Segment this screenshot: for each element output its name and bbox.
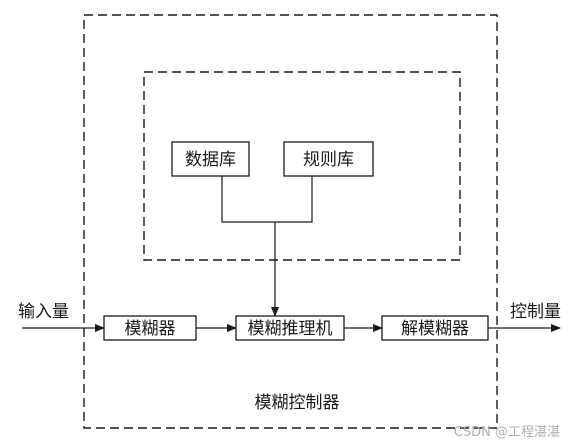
controller-boundary xyxy=(83,14,498,429)
database-block: 数据库 xyxy=(171,141,250,177)
knowledge-base-boundary xyxy=(143,71,461,261)
fuzzifier-block: 模糊器 xyxy=(103,315,197,341)
output-label: 控制量 xyxy=(510,302,561,322)
rule-base-connector xyxy=(275,176,313,223)
input-label: 输入量 xyxy=(18,302,69,322)
inference-engine-label: 模糊推理机 xyxy=(248,319,333,339)
watermark: CSDN @工程湛湛 xyxy=(454,425,560,440)
rule-base-label: 规则库 xyxy=(303,150,354,170)
database-label: 数据库 xyxy=(185,150,236,170)
rule-base-block: 规则库 xyxy=(283,141,374,177)
inference-engine-block: 模糊推理机 xyxy=(235,315,345,341)
controller-label: 模糊控制器 xyxy=(255,393,340,413)
defuzzifier-label: 解模糊器 xyxy=(401,319,469,339)
database-connector xyxy=(221,176,275,223)
fuzzifier-label: 模糊器 xyxy=(125,319,176,339)
defuzzifier-block: 解模糊器 xyxy=(381,315,489,341)
